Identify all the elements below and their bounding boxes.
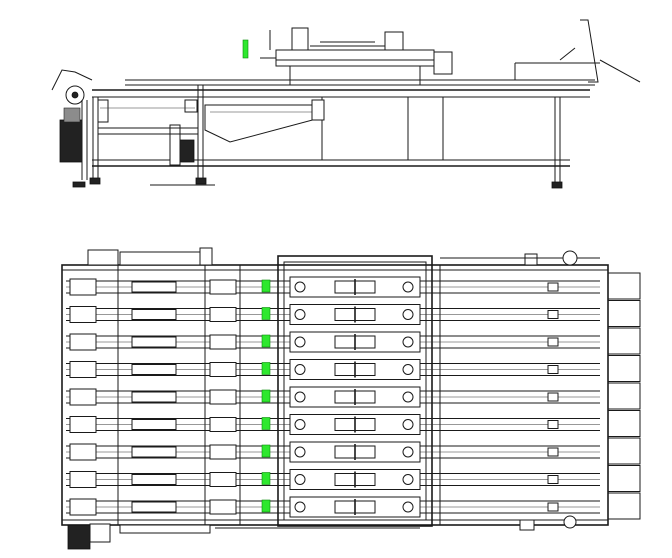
lane-guide (131, 474, 177, 485)
outfeed-tray (608, 382, 641, 410)
side-elevation-view (51, 19, 641, 189)
lane-block (209, 417, 237, 432)
lane-green-marker (261, 444, 271, 458)
lane-clip (547, 475, 559, 484)
lane-wheel (294, 309, 306, 320)
lane-clip (547, 447, 559, 457)
infeed-roller (69, 471, 97, 488)
lane-wheel (294, 364, 306, 375)
lanes-group (66, 272, 641, 520)
lane-wheel (294, 391, 306, 403)
outfeed-tray (608, 355, 641, 382)
lane-wheel (294, 446, 306, 458)
lane-block (209, 362, 237, 377)
lane-clip (547, 392, 559, 402)
lane-block (209, 444, 237, 460)
infeed-roller (69, 361, 97, 378)
lane-block (209, 307, 237, 322)
lane-green-marker (261, 334, 271, 348)
lane-guide (131, 391, 177, 403)
lane-clip (547, 310, 559, 319)
infeed-roller (69, 498, 97, 516)
lane-block (209, 389, 237, 405)
lane-wheel (294, 419, 306, 430)
lane-guide (131, 501, 177, 513)
outfeed-tray (608, 437, 641, 465)
lane-wheel (294, 336, 306, 348)
lane-wheel (402, 501, 414, 513)
lane-wheel (294, 501, 306, 513)
lane-guide (131, 336, 177, 348)
lane-wheel (402, 474, 414, 485)
lane-green-marker (261, 279, 271, 293)
outfeed-tray (608, 492, 641, 520)
lane-guide (131, 419, 177, 430)
lane-green-marker (261, 307, 271, 320)
lane-wheel (294, 474, 306, 485)
lane-clip (547, 282, 559, 292)
lane-clip (547, 337, 559, 347)
side-green-lever (242, 39, 249, 59)
infeed-roller (69, 333, 97, 351)
lane-wheel (402, 391, 414, 403)
lane-guide (131, 281, 177, 293)
lane-clip (547, 365, 559, 374)
outfeed-tray (608, 410, 641, 437)
lane-wheel (402, 364, 414, 375)
outfeed-tray (608, 465, 641, 492)
lane-green-marker (261, 417, 271, 430)
infeed-roller (69, 443, 97, 461)
lane-green-marker (261, 362, 271, 375)
lane-block (209, 472, 237, 487)
lane-wheel (402, 336, 414, 348)
lane-wheel (402, 446, 414, 458)
infeed-roller (69, 306, 97, 323)
outfeed-tray (608, 272, 641, 300)
lane-wheel (294, 281, 306, 293)
lane-block (209, 334, 237, 350)
lane-block (209, 499, 237, 515)
infeed-roller (69, 416, 97, 433)
lane-green-marker (261, 472, 271, 485)
infeed-roller (69, 388, 97, 406)
outfeed-tray (608, 300, 641, 327)
infeed-roller (69, 278, 97, 296)
lane-block (209, 279, 237, 295)
lane-wheel (402, 281, 414, 293)
top-plan-view (61, 247, 641, 550)
lane-clip (547, 420, 559, 429)
outfeed-tray (608, 327, 641, 355)
lane-wheel (402, 309, 414, 320)
lane-green-marker (261, 389, 271, 403)
lane-wheel (402, 419, 414, 430)
lane-guide (131, 364, 177, 375)
lane-clip (547, 502, 559, 512)
lane-guide (131, 446, 177, 458)
lane-guide (131, 309, 177, 320)
lane-green-marker (261, 499, 271, 513)
